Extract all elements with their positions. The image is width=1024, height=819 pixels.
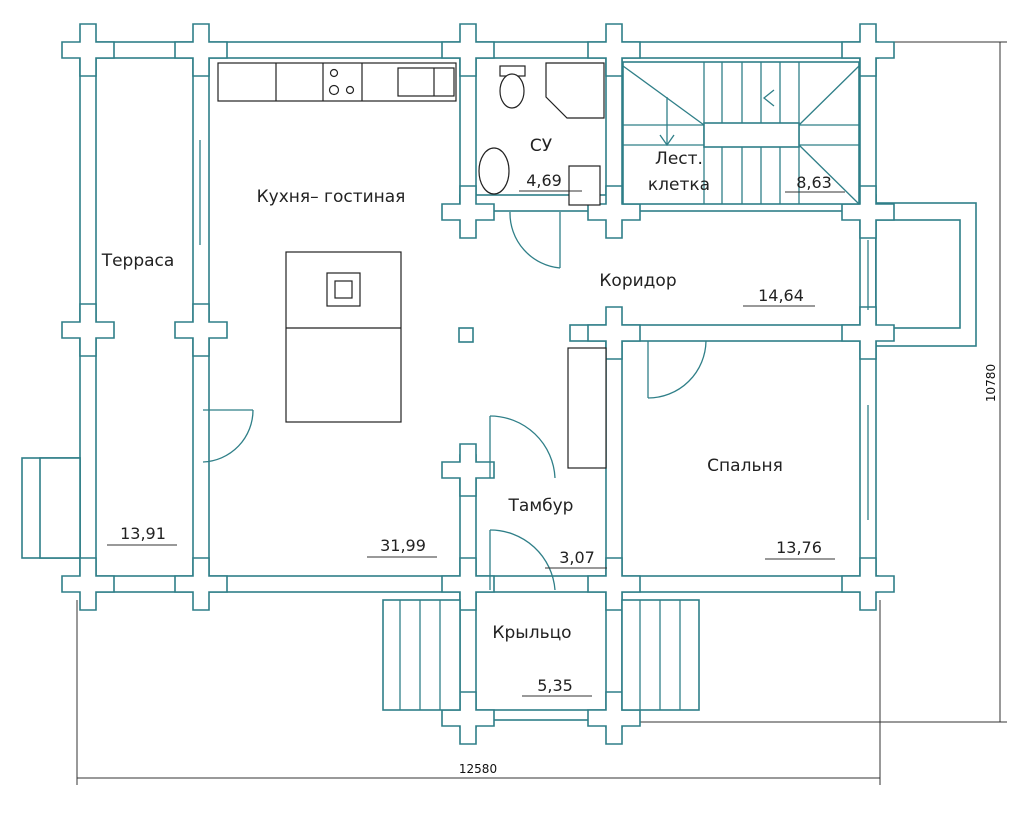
log-corner [174, 557, 228, 611]
room-area-bathroom: 4,69 [526, 171, 562, 190]
log-corner [174, 303, 228, 357]
log-corner [587, 306, 641, 360]
staircase [622, 61, 860, 205]
log-corner [841, 557, 895, 611]
log-corner [441, 185, 495, 239]
log-corner [841, 306, 895, 360]
room-name-vestibule: Тамбур [508, 496, 574, 516]
room-area-terrace: 13,91 [120, 524, 166, 543]
log-corner [587, 23, 641, 77]
doors [199, 140, 869, 591]
log-corner [61, 23, 115, 77]
log-corner [61, 303, 115, 357]
room-area-bedroom: 13,76 [776, 538, 822, 557]
log-corner [441, 557, 495, 611]
log-corner [174, 23, 228, 77]
room-name-corridor: Коридор [599, 271, 676, 291]
room-name-terrace: Терраса [101, 251, 175, 271]
room-name-bedroom: Спальня [707, 456, 783, 476]
log-corner [61, 557, 115, 611]
log-corner [441, 443, 495, 497]
log-corner [841, 23, 895, 77]
width-dimension: 12580 [459, 762, 497, 776]
room-area-porch: 5,35 [537, 676, 573, 695]
room-name-porch: Крыльцо [492, 623, 571, 643]
room-area-stairwell: 8,63 [796, 173, 832, 192]
porch-steps [382, 599, 700, 711]
room-area-corridor: 14,64 [758, 286, 804, 305]
room-name-kitchen-living: Кухня– гостиная [257, 187, 406, 207]
column [458, 327, 474, 343]
dimension-lines: 12580 10780 [76, 41, 1007, 785]
height-dimension: 10780 [984, 364, 998, 402]
dining-table [285, 251, 402, 423]
room-name-stairwell-2: клетка [648, 175, 710, 195]
room-area-kitchen-living: 31,99 [380, 536, 426, 555]
room-area-vestibule: 3,07 [559, 548, 595, 567]
log-corners [61, 23, 895, 745]
room-labels: Терраса 13,91 Кухня– гостиная 31,99 СУ 4… [101, 136, 845, 697]
log-corner [441, 23, 495, 77]
bathroom-fixtures [478, 62, 605, 206]
kitchen-counter [217, 62, 457, 102]
room-name-bathroom: СУ [530, 136, 553, 156]
room-name-stairwell-1: Лест. [655, 149, 703, 169]
